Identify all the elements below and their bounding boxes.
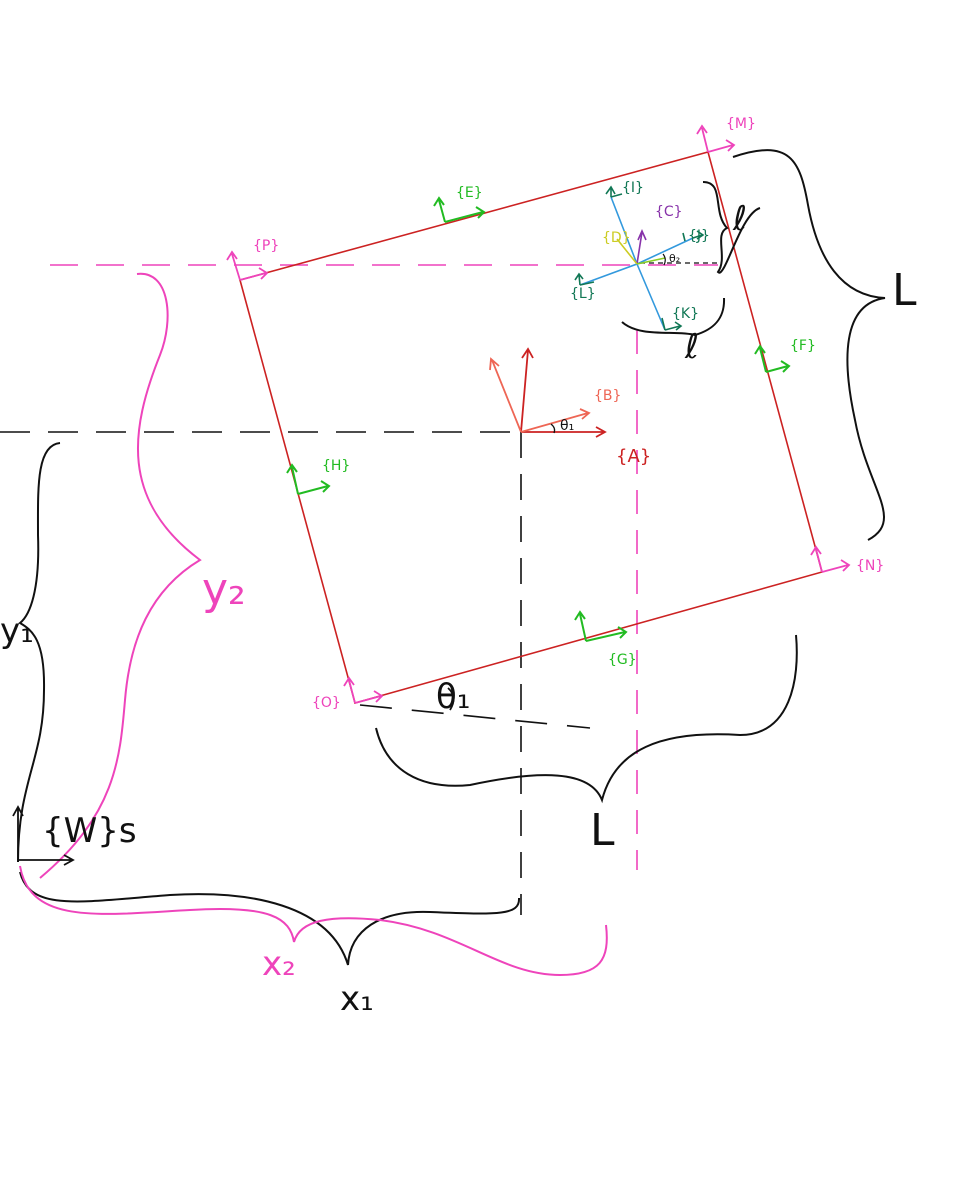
frame-w-axes: [12, 805, 75, 866]
brace-x1: [19, 871, 521, 966]
center-frames: [489, 347, 607, 438]
theta2-arc: [662, 253, 666, 266]
label-frame-e: {E}: [456, 185, 483, 201]
label-frame-b: {B}: [594, 388, 621, 404]
label-y2: y₂: [202, 564, 246, 615]
frame-a-axes: [520, 347, 607, 438]
label-x1: x₁: [340, 979, 374, 1019]
label-theta1-center: θ₁: [560, 418, 574, 434]
frame-f-axes: [754, 344, 791, 373]
brace-y2: [39, 272, 202, 879]
frame-n-axes: [810, 545, 851, 573]
label-frame-p: {P}: [253, 238, 279, 254]
brace-y1: [17, 442, 61, 863]
frame-o-axes: [343, 676, 384, 704]
frame-c-axes: [579, 196, 694, 331]
magenta-braces: [19, 272, 608, 977]
label-y1: y₁: [0, 611, 34, 651]
frame-i-axis: [605, 185, 623, 198]
label-frame-h: {H}: [322, 458, 350, 474]
angle-labels: θ₁ θ₁ θ₂: [436, 252, 680, 717]
label-frame-m: {M}: [726, 116, 756, 132]
braces: [17, 149, 886, 966]
frame-h-axes: [286, 463, 331, 495]
label-frame-w: {W}s: [42, 811, 137, 851]
theta1-corner-arc: [447, 687, 455, 711]
frame-e-axes: [433, 196, 486, 223]
frame-labels: {P} {E} {M} {F} {N} {G} {O} {H} {A} {B} …: [42, 116, 884, 851]
reference-lines: [0, 262, 718, 915]
label-frame-d: {D}: [602, 230, 631, 246]
frame-c-purple-axis: [636, 229, 647, 265]
brace-small-bottom: [621, 297, 726, 337]
frame-g-axes: [574, 610, 628, 642]
label-frame-g: {G}: [608, 652, 637, 668]
label-frame-o: {O}: [312, 695, 341, 711]
label-x2: x₂: [262, 944, 296, 984]
label-small-top: ℓ: [732, 199, 747, 239]
ref-line-o-horizontal: [359, 704, 591, 729]
label-small-bottom: ℓ: [684, 327, 699, 367]
corner-frames: [226, 124, 851, 704]
label-frame-k: {K}: [672, 306, 699, 322]
label-frame-a: {A}: [616, 446, 651, 467]
frame-d-yellow-axis: [616, 238, 638, 265]
label-frame-i: {I}: [622, 180, 644, 196]
label-side-right: L: [892, 265, 917, 316]
dimension-labels: L L ℓ ℓ y₁ y₂ x₁ x₂: [0, 199, 917, 1019]
frame-b-axes: [489, 357, 591, 433]
edge-frames: [286, 196, 791, 642]
frame-m-axes: [696, 124, 736, 153]
brace-right-L: [732, 149, 886, 541]
label-frame-l: {L}: [570, 286, 596, 302]
label-frame-c: {C}: [655, 204, 683, 220]
label-theta2: θ₂: [669, 252, 680, 265]
brace-x2: [19, 865, 608, 977]
frame-j-axis: [682, 230, 705, 242]
frame-p-axes: [226, 250, 269, 281]
label-frame-f: {F}: [790, 338, 816, 354]
label-frame-n: {N}: [856, 558, 884, 574]
label-side-bottom: L: [590, 805, 615, 856]
frame-l-axis: [574, 272, 595, 286]
brace-bottom-L: [375, 634, 798, 804]
frame-c-lime-axis: [636, 257, 666, 265]
c-frame-cluster: [574, 185, 705, 331]
label-frame-j: {J}: [688, 228, 710, 244]
theta1-center-arc: [550, 423, 556, 434]
frame-k-axis: [661, 317, 683, 331]
world-frame: [12, 805, 75, 866]
brace-small-top: [702, 181, 761, 274]
